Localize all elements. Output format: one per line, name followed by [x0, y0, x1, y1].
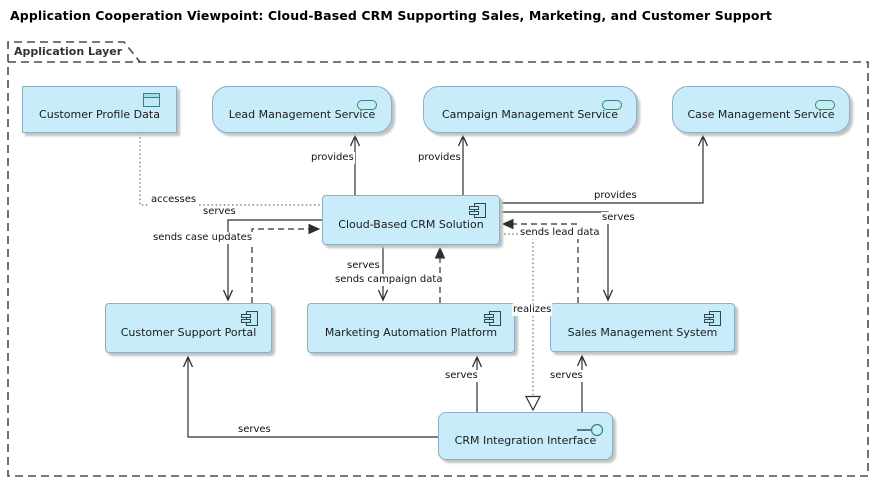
component-icon: [484, 310, 502, 331]
realization-triangle: [525, 395, 541, 412]
node-customer-profile-data: Customer Profile Data: [22, 86, 177, 133]
edge-label-serves: serves: [237, 424, 272, 436]
node-label: Cloud-Based CRM Solution: [338, 218, 484, 231]
interface-lollipop-icon: [577, 422, 604, 441]
application-layer-label: Application Layer: [14, 45, 123, 58]
edge-label-sends-lead-data: sends lead data: [519, 227, 601, 239]
edge-label-accesses: accesses: [150, 194, 198, 206]
edge-serves-portal: [222, 219, 322, 302]
edge-serves-sales: [500, 211, 614, 302]
edge-label-serves: serves: [346, 260, 381, 272]
edge-label-realizes: realizes: [512, 304, 553, 316]
node-case-management-service: Case Management Service: [672, 86, 850, 133]
edge-label-serves: serves: [549, 370, 584, 382]
service-oval-icon: [602, 95, 622, 114]
edge-label-serves: serves: [601, 212, 636, 224]
service-oval-icon: [357, 95, 377, 114]
edge-label-serves: serves: [202, 206, 237, 218]
node-campaign-management-service: Campaign Management Service: [423, 86, 637, 133]
node-label: Campaign Management Service: [442, 107, 618, 121]
edge-label-sends-case-updates: sends case updates: [152, 232, 254, 244]
component-icon: [704, 310, 722, 331]
edge-provides-case: [500, 134, 709, 204]
edge-label-sends-campaign-data: sends campaign data: [334, 274, 444, 286]
node-customer-support-portal: Customer Support Portal: [105, 303, 272, 353]
diagram-title: Application Cooperation Viewpoint: Cloud…: [10, 8, 772, 23]
edge-label-provides: provides: [310, 152, 355, 164]
application-layer-group-border: [7, 61, 869, 477]
node-lead-management-service: Lead Management Service: [212, 86, 392, 133]
edge-label-serves: serves: [444, 370, 479, 382]
node-label: CRM Integration Interface: [454, 434, 597, 447]
node-label: Lead Management Service: [228, 107, 376, 121]
component-icon: [469, 202, 487, 223]
node-label: Case Management Service: [687, 107, 835, 121]
edge-sends-case-updates: [251, 223, 321, 303]
edge-interface-serves-portal: [182, 355, 438, 438]
node-label: Sales Management System: [567, 325, 718, 339]
data-object-icon: [143, 93, 160, 112]
node-label: Customer Profile Data: [39, 107, 160, 121]
node-sales-management-system: Sales Management System: [550, 303, 735, 352]
node-label: Customer Support Portal: [120, 326, 257, 339]
application-layer-tab: [7, 41, 141, 63]
node-crm-integration-interface: CRM Integration Interface: [438, 412, 613, 460]
node-cloud-based-crm-solution: Cloud-Based CRM Solution: [322, 195, 500, 245]
edge-label-provides: provides: [593, 190, 638, 202]
node-marketing-automation-platform: Marketing Automation Platform: [307, 303, 515, 353]
component-icon: [241, 310, 259, 331]
service-oval-icon: [815, 95, 835, 114]
edge-accesses-profile-data: [139, 133, 322, 206]
edge-label-provides: provides: [417, 152, 462, 164]
node-label: Marketing Automation Platform: [324, 326, 498, 339]
